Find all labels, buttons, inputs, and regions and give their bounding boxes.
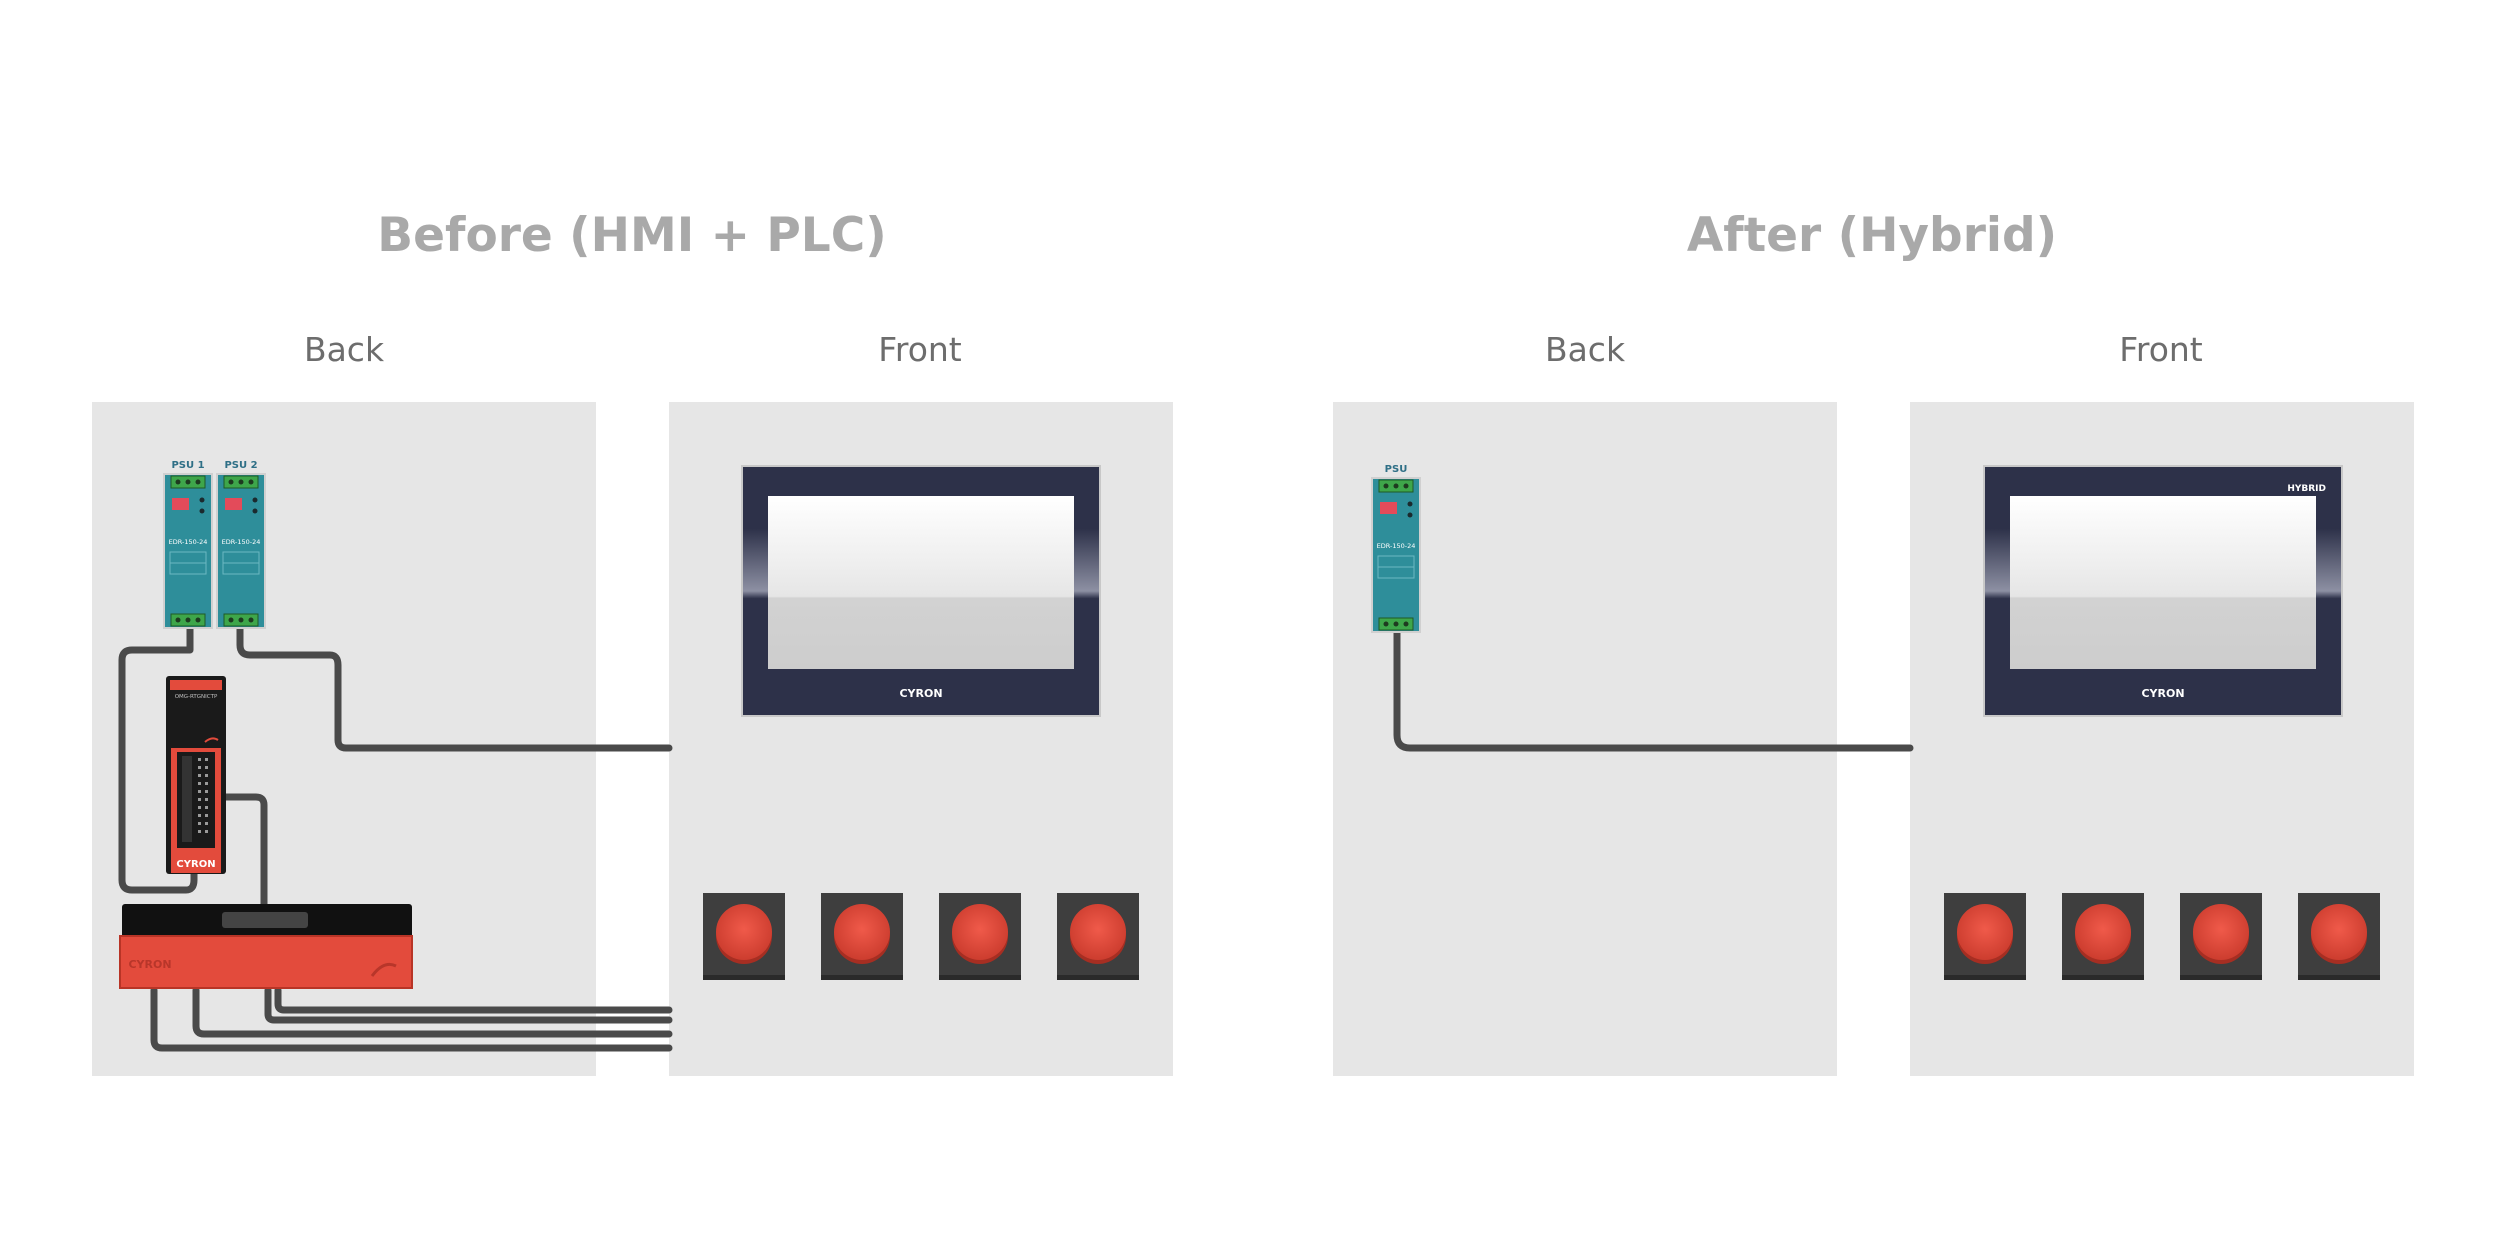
button[interactable] — [939, 893, 1021, 980]
hybrid-badge: HYBRID — [2287, 484, 2326, 494]
after-buttons — [1944, 893, 2380, 980]
after-front-label: Front — [2119, 330, 2203, 369]
after-wiring — [1393, 628, 1914, 752]
after-psu-model: EDR-150-24 — [1377, 542, 1416, 550]
after-psu-label: PSU — [1385, 464, 1408, 475]
after-hmi-screen — [2010, 496, 2316, 669]
plc-top-label: OMG-RTGNICTP — [175, 694, 218, 700]
psu-1-label: PSU 1 — [171, 460, 204, 471]
before-front-label: Front — [878, 330, 962, 369]
before-back-label: Back — [303, 330, 385, 369]
psu-2-label: PSU 2 — [224, 460, 257, 471]
button[interactable] — [1944, 893, 2026, 980]
psu-1-model: EDR-150-24 — [169, 538, 208, 546]
before-plc-module: OMG-RTGNICTP CYRON — [166, 676, 226, 874]
after-title: After (Hybrid) — [1686, 208, 2058, 263]
io-brand: CYRON — [128, 958, 171, 971]
before-wiring — [118, 624, 673, 1052]
after-back-label: Back — [1544, 330, 1626, 369]
before-io-module: CYRON — [119, 904, 413, 989]
before-psu-2: PSU 2 EDR-150-24 — [216, 460, 266, 629]
before-title: Before (HMI + PLC) — [377, 208, 887, 263]
button[interactable] — [2062, 893, 2144, 980]
button[interactable] — [2298, 893, 2380, 980]
before-hmi: CYRON — [741, 465, 1101, 717]
after-hmi-brand: CYRON — [2141, 687, 2184, 700]
after-psu: PSU EDR-150-24 — [1371, 464, 1421, 633]
before-psu-1: PSU 1 EDR-150-24 — [163, 460, 213, 629]
button[interactable] — [703, 893, 785, 980]
button[interactable] — [2180, 893, 2262, 980]
before-hmi-brand: CYRON — [899, 687, 942, 700]
button[interactable] — [821, 893, 903, 980]
before-buttons — [703, 893, 1139, 980]
plc-brand: CYRON — [176, 859, 215, 870]
before-hmi-screen — [768, 496, 1074, 669]
after-hmi: HYBRID CYRON — [1983, 465, 2343, 717]
button[interactable] — [1057, 893, 1139, 980]
psu-2-model: EDR-150-24 — [222, 538, 261, 546]
